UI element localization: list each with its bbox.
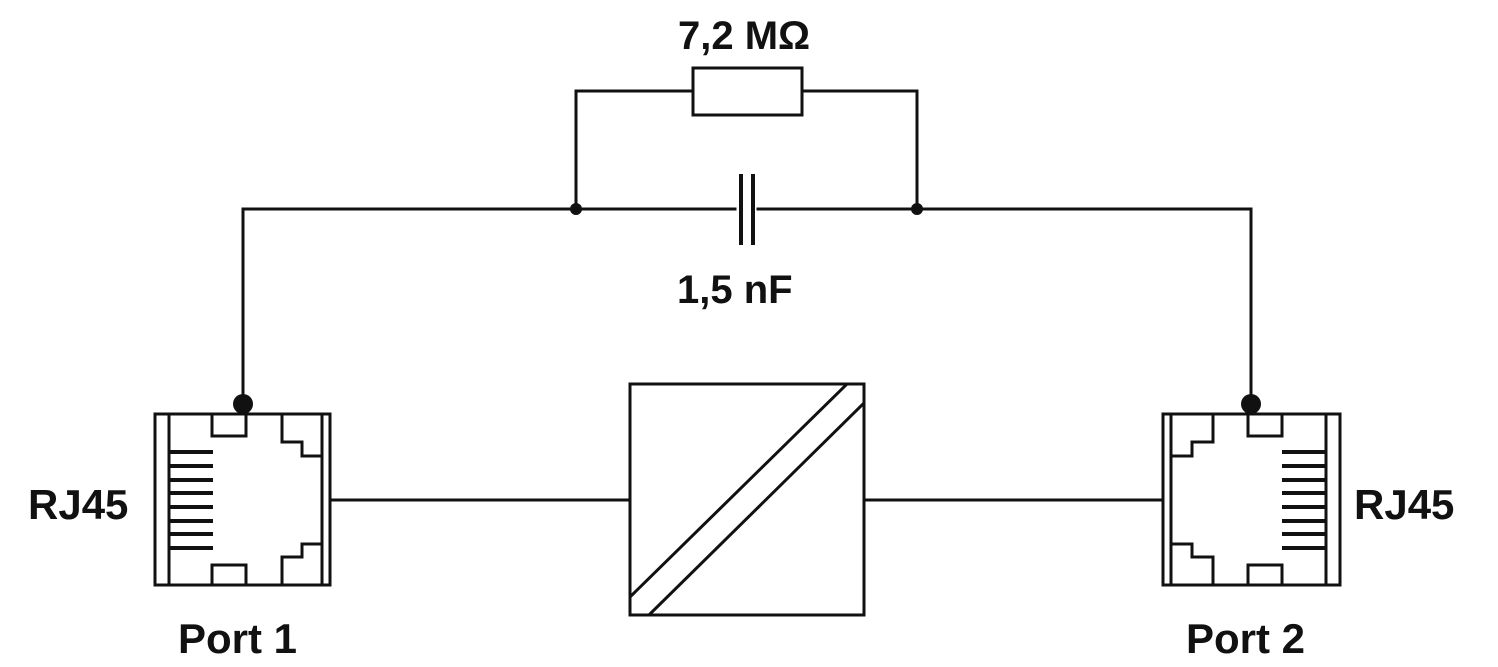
port-2-label: Port 2 xyxy=(1186,615,1306,662)
converter-symbol xyxy=(628,382,866,617)
port-2-shield-dot xyxy=(1241,394,1261,414)
resistor-branch-right xyxy=(800,89,919,211)
port-1-connector-label: RJ45 xyxy=(28,481,129,528)
converter-diagonal-2 xyxy=(647,401,866,617)
capacitor-label: 1,5 nF xyxy=(677,268,793,312)
shield-wire-right xyxy=(756,207,1253,406)
shield-wire xyxy=(241,207,737,406)
port-2-connector-label: RJ45 xyxy=(1354,481,1455,528)
rj45-port-2-icon xyxy=(1161,412,1342,587)
port-1-label: Port 1 xyxy=(178,615,298,662)
resistor-symbol xyxy=(691,66,804,117)
junction-dot-left xyxy=(570,203,582,215)
resistor-branch-left xyxy=(574,89,695,211)
resistor-label: 7,2 MΩ xyxy=(678,14,811,58)
junction-dot-right xyxy=(911,203,923,215)
port-1-shield-dot xyxy=(233,394,253,414)
rj45-port-1-icon xyxy=(153,412,332,587)
converter-diagonal-1 xyxy=(628,382,849,599)
